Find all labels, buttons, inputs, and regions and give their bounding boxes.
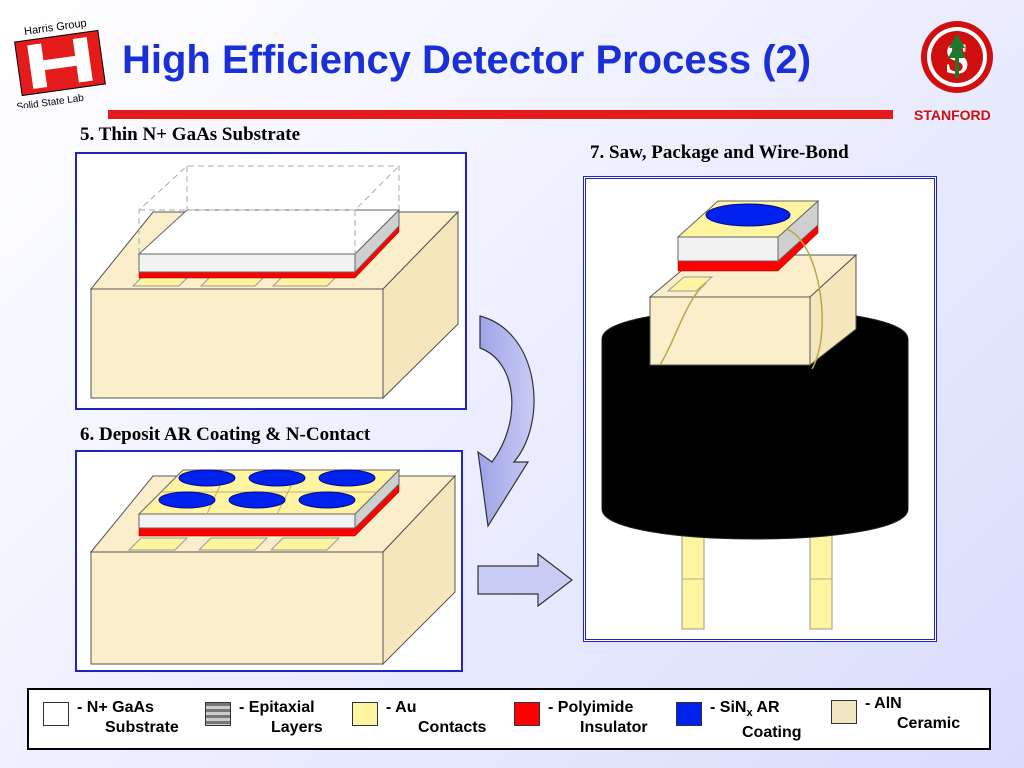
step-5-panel [75, 152, 467, 410]
ar-coating-diagram [89, 468, 457, 666]
legend-item-sin: - SiNx AR Coating [710, 699, 802, 742]
legend-item-au: - Au Contacts [386, 699, 487, 736]
thinned-substrate-diagram [89, 165, 460, 400]
step-7-label: 7. Saw, Package and Wire-Bond [590, 142, 849, 163]
step-5-label: 5. Thin N+ GaAs Substrate [80, 124, 301, 145]
legend: - N+ GaAs Substrate - Epitaxial Layers -… [27, 688, 991, 750]
legend-swatch-sin [676, 702, 702, 726]
legend-swatch-aln [831, 700, 857, 724]
legend-item-epitaxial: - Epitaxial Layers [239, 699, 323, 736]
harris-h-icon: Harris Group Solid State Lab [14, 17, 106, 108]
legend-swatch-au [352, 702, 378, 726]
step-6-label: 6. Deposit AR Coating & N-Contact [80, 424, 371, 445]
stanford-logo: S [918, 18, 996, 96]
curved-arrow-icon [477, 315, 535, 528]
legend-item-aln: - AlN Ceramic [865, 695, 961, 732]
legend-item-gaas: - N+ GaAs Substrate [77, 699, 179, 736]
harris-logo: Harris Group Solid State Lab [10, 8, 110, 108]
legend-swatch-polyimide [514, 702, 540, 726]
legend-item-polyimide: - Polyimide Insulator [548, 699, 648, 736]
right-arrow-icon [477, 552, 573, 608]
legend-swatch-epitaxial [205, 702, 231, 726]
step-6-panel [75, 450, 463, 672]
packaged-detector-diagram [601, 199, 909, 630]
title-underline [108, 110, 893, 119]
step-7-panel [583, 176, 937, 642]
stanford-label: STANFORD [914, 107, 991, 123]
page-title: High Efficiency Detector Process (2) [122, 38, 812, 82]
legend-swatch-gaas [43, 702, 69, 726]
stanford-seal-icon: S [921, 21, 993, 93]
